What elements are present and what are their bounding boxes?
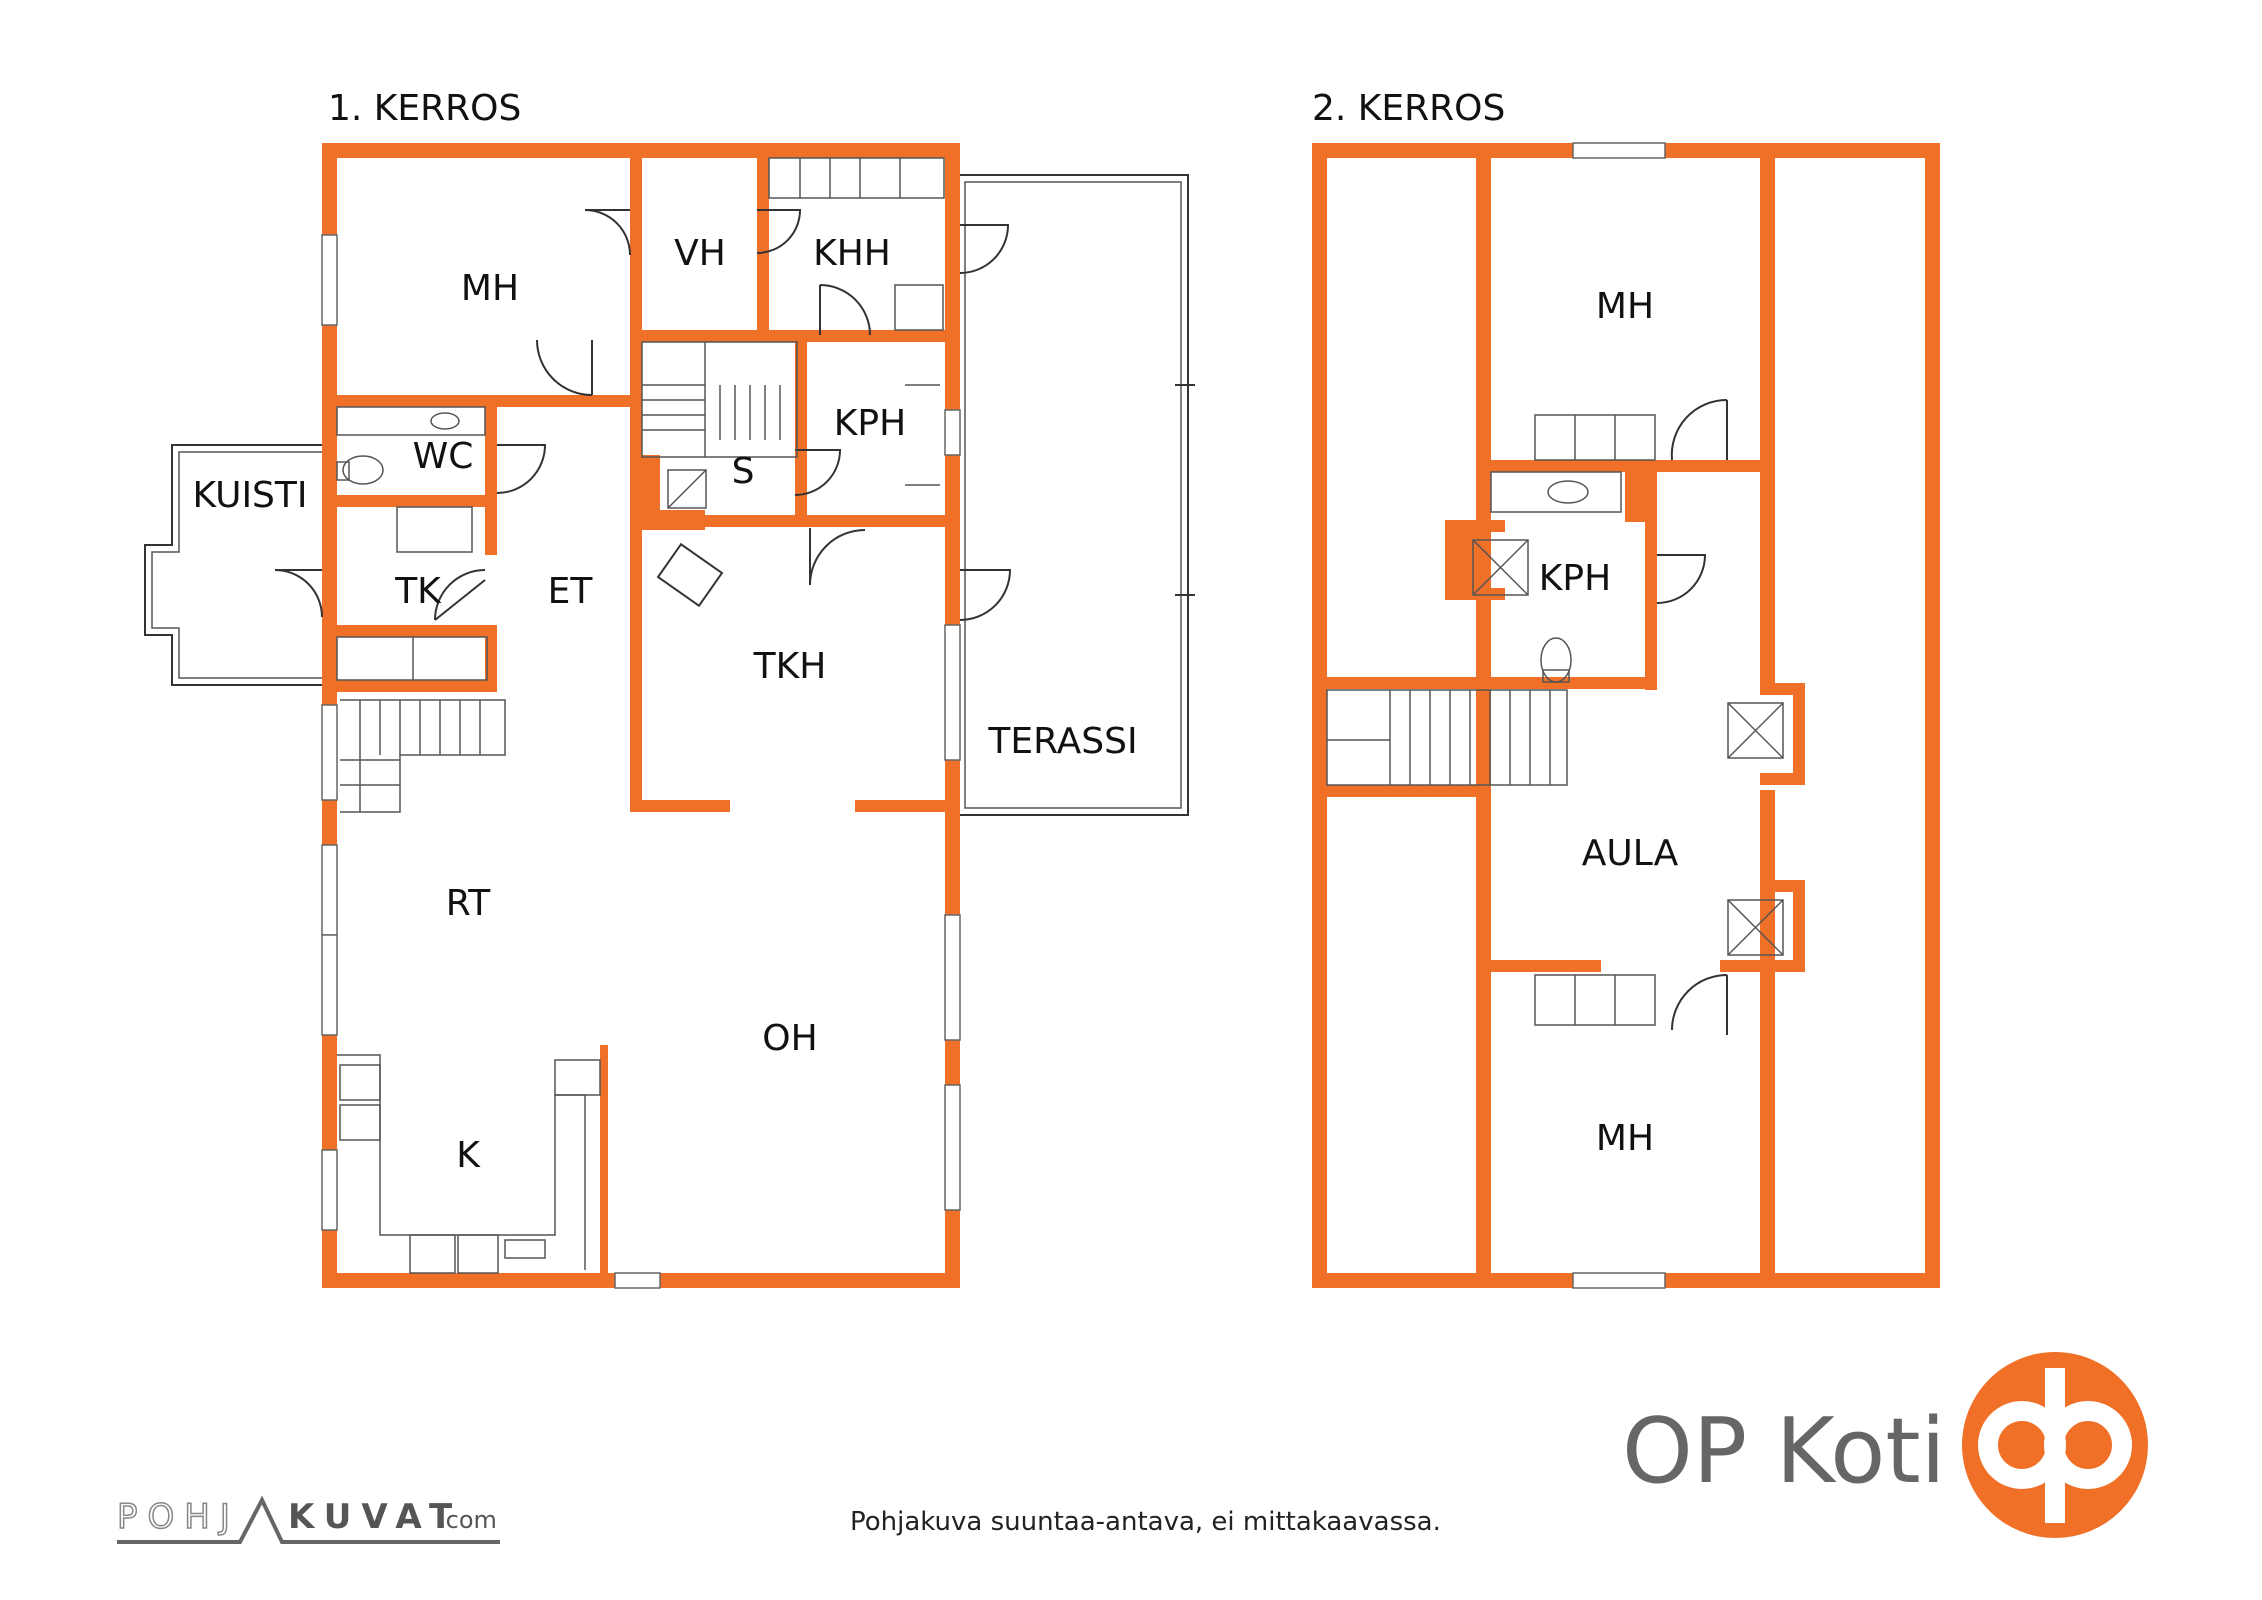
room-label-et: ET xyxy=(548,571,594,612)
floor-2-windows xyxy=(1572,142,1666,1289)
room-label-s: S xyxy=(732,451,755,492)
credit-part1: POHJ xyxy=(117,1497,240,1537)
credit-part2: KUVAT xyxy=(288,1497,462,1537)
porch-outline xyxy=(144,444,322,686)
pohjakuvat-credit: POHJ KUVAT .com xyxy=(116,1495,500,1544)
floor-1-walls xyxy=(322,143,960,1288)
room-label-kph: KPH xyxy=(834,403,906,444)
room-label-k: K xyxy=(456,1135,481,1176)
floor-1-windows xyxy=(321,234,961,1289)
floor-1-plan: 1. KERROS xyxy=(144,88,1195,1289)
room-label-rt: RT xyxy=(446,883,491,924)
brand-name: OP Koti xyxy=(1622,1399,1946,1504)
credit-suffix: .com xyxy=(438,1506,497,1534)
room-label-tkh: TKH xyxy=(753,646,827,687)
floor-1-title: 1. KERROS xyxy=(328,88,521,129)
room-label-terassi: TERASSI xyxy=(987,721,1137,762)
disclaimer-note: Pohjakuva suuntaa-antava, ei mittakaavas… xyxy=(850,1507,1441,1537)
room-label-mh-upper-north: MH xyxy=(1596,286,1654,327)
room-label-mh-upper-south: MH xyxy=(1596,1118,1654,1159)
op-logo-icon xyxy=(1962,1352,2148,1538)
room-label-oh: OH xyxy=(762,1018,817,1059)
floor-1-fixtures xyxy=(336,157,945,1274)
room-label-vh: VH xyxy=(674,233,726,274)
room-label-wc: WC xyxy=(413,436,474,477)
floor-2-plan: 2. KERROS xyxy=(1312,88,1940,1289)
room-label-kph-upper: KPH xyxy=(1539,558,1611,599)
floor-1-doors xyxy=(274,209,1012,621)
room-label-tk: TK xyxy=(394,571,442,612)
floor-2-title: 2. KERROS xyxy=(1312,88,1505,129)
floor-1-room-labels: MH VH KHH WC KPH S KUISTI TK ET TKH TERA… xyxy=(192,233,1137,1176)
terrace-outline xyxy=(957,174,1195,816)
room-label-aula: AULA xyxy=(1582,833,1679,874)
floor-2-doors xyxy=(1656,398,1728,1035)
floor-2-walls xyxy=(1312,143,1940,1288)
op-koti-branding: OP Koti xyxy=(1622,1352,2148,1538)
floor-2-fixtures xyxy=(1326,414,1784,1026)
room-label-khh: KHH xyxy=(813,233,891,274)
room-label-mh: MH xyxy=(461,268,519,309)
room-label-kuisti: KUISTI xyxy=(192,475,307,516)
floor-2-room-labels: MH KPH AULA MH xyxy=(1539,286,1679,1159)
